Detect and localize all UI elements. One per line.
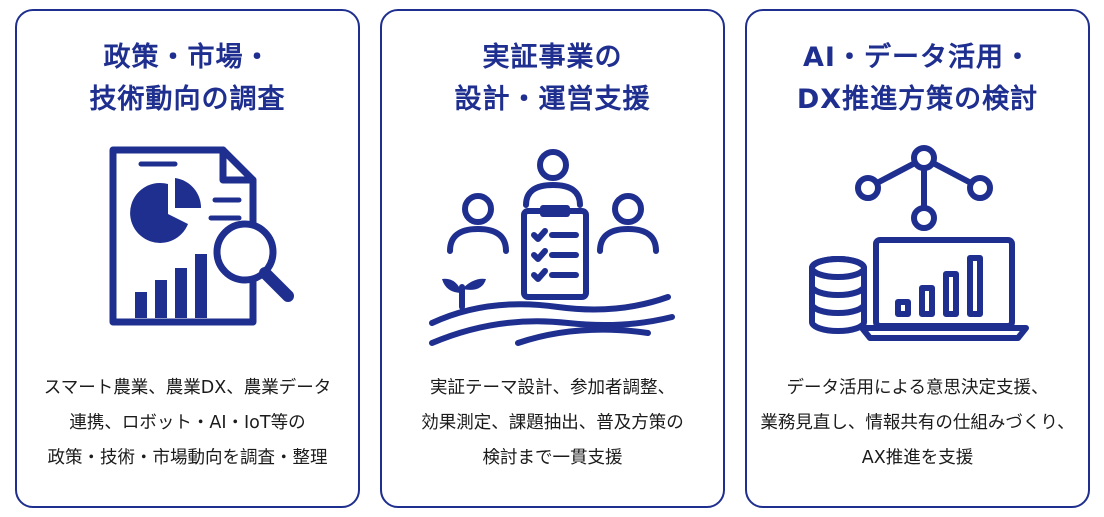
document-pie-chart-magnifier-icon [17, 139, 358, 354]
card-description: スマート農業、農業DX、農業データ 連携、ロボット・AI・IoT等の 政策・技術… [17, 371, 358, 476]
card-description: データ活用による意思決定支援、 業務見直し、情報共有の仕組みづくり、 AX推進を… [747, 371, 1088, 476]
card-title: 実証事業の 設計・運営支援 [382, 37, 723, 121]
card-title: AI・データ活用・ DX推進方策の検討 [747, 37, 1088, 121]
card-desc-line-1: 実証テーマ設計、参加者調整、 [430, 378, 675, 398]
service-card-ai-dx: AI・データ活用・ DX推進方策の検討 [745, 9, 1090, 508]
people-clipboard-field-icon [382, 139, 723, 354]
card-title-line-1: 政策・市場・ [103, 42, 272, 73]
card-desc-line-3: 検討まで一貫支援 [482, 448, 623, 468]
card-desc-line-2: 連携、ロボット・AI・IoT等の [69, 413, 306, 433]
service-card-pilot-project: 実証事業の 設計・運営支援 [380, 9, 725, 508]
card-desc-line-3: AX推進を支援 [861, 448, 974, 468]
card-desc-line-1: スマート農業、農業DX、農業データ [43, 378, 332, 398]
card-title-line-1: 実証事業の [482, 42, 623, 73]
card-title-line-2: DX推進方策の検討 [796, 84, 1039, 115]
card-desc-line-2: 効果測定、課題抽出、普及方策の [421, 413, 684, 433]
network-database-laptop-chart-icon [747, 139, 1088, 354]
card-title-line-1: AI・データ活用・ [803, 42, 1032, 73]
card-desc-line-2: 業務見直し、情報共有の仕組みづくり、 [760, 413, 1075, 433]
card-title-line-2: 技術動向の調査 [89, 84, 286, 115]
card-title-line-2: 設計・運営支援 [454, 84, 651, 115]
service-card-research: 政策・市場・ 技術動向の調査 スマート農業、農業DX、農業データ 連携、ロボット [15, 9, 360, 508]
card-desc-line-3: 政策・技術・市場動向を調査・整理 [47, 448, 328, 468]
card-title: 政策・市場・ 技術動向の調査 [17, 37, 358, 121]
card-description: 実証テーマ設計、参加者調整、 効果測定、課題抽出、普及方策の 検討まで一貫支援 [382, 371, 723, 476]
card-desc-line-1: データ活用による意思決定支援、 [786, 378, 1049, 398]
